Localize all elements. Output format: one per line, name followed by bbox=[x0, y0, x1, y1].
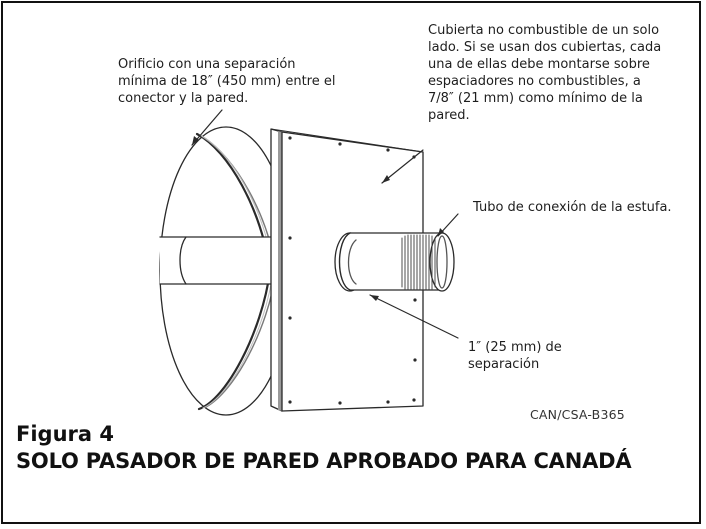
stove-pipe-callout: Tubo de conexión de la estufa. bbox=[473, 200, 672, 215]
leader-arrowheads bbox=[192, 136, 444, 301]
stove-connector-pipe bbox=[334, 232, 455, 292]
cover-plate-callout: Cubierta no combustible de un solo lado.… bbox=[428, 23, 662, 123]
plate-screws bbox=[288, 136, 417, 405]
figure-number: Figura 4 bbox=[16, 422, 114, 446]
figure-title: SOLO PASADOR DE PARED APROBADO PARA CANA… bbox=[16, 449, 632, 473]
clearance-hole-callout: Orificio con una separación mínima de 18… bbox=[118, 57, 336, 106]
pipe-crimp-lines bbox=[401, 234, 436, 291]
clearance-gap-callout: 1″ (25 mm) de separación bbox=[468, 340, 562, 372]
standard-code-label: CAN/CSA-B365 bbox=[530, 407, 625, 422]
rear-pipe bbox=[159, 236, 277, 285]
figure-caption: Figura 4 SOLO PASADOR DE PARED APROBADO … bbox=[16, 421, 632, 475]
